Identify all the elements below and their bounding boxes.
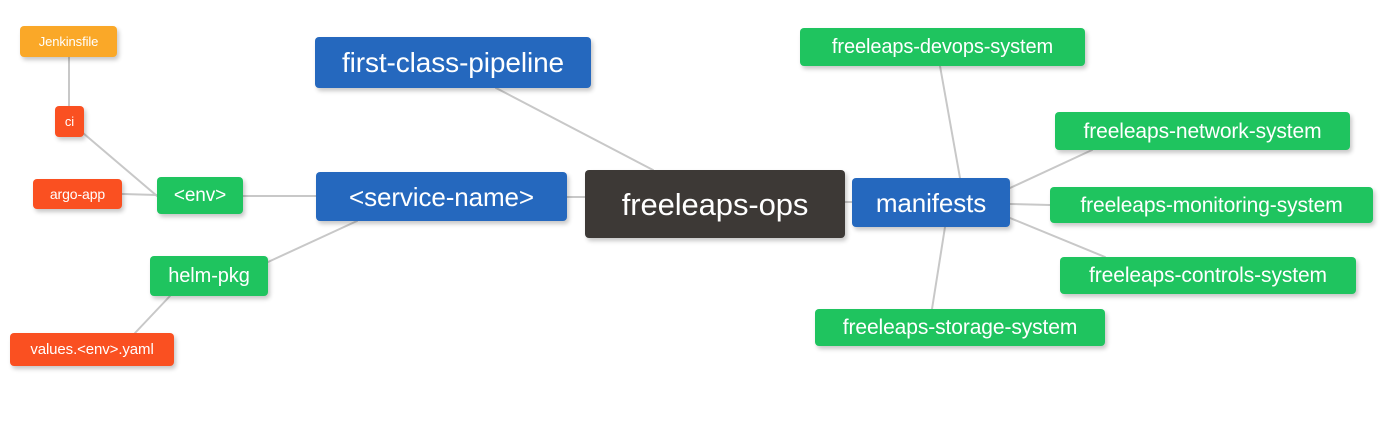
node-helm-pkg[interactable]: helm-pkg — [150, 256, 268, 296]
edge-manifests-to-freeleaps-controls-system — [1009, 217, 1106, 258]
node-freeleaps-controls-system[interactable]: freeleaps-controls-system — [1060, 257, 1356, 294]
edge-helm-pkg-to-values-yaml — [134, 295, 171, 334]
node-label-freeleaps-controls-system: freeleaps-controls-system — [1089, 264, 1327, 287]
node-argo-app[interactable]: argo-app — [33, 179, 122, 209]
node-ci[interactable]: ci — [55, 106, 84, 137]
edge-manifests-to-freeleaps-devops-system — [939, 65, 961, 179]
node-service-name[interactable]: <service-name> — [316, 172, 567, 221]
node-env[interactable]: <env> — [157, 177, 243, 214]
node-first-class-pipeline[interactable]: first-class-pipeline — [315, 37, 591, 88]
node-label-values-yaml: values.<env>.yaml — [30, 341, 154, 358]
edge-manifests-to-freeleaps-monitoring-system — [1009, 203, 1051, 206]
node-label-service-name: <service-name> — [348, 181, 535, 212]
node-freeleaps-ops[interactable]: freeleaps-ops — [585, 170, 845, 238]
node-jenkinsfile[interactable]: Jenkinsfile — [20, 26, 117, 57]
edge-argo-app-to-env — [121, 193, 158, 196]
edge-manifests-to-freeleaps-storage-system — [931, 226, 946, 310]
node-values-yaml[interactable]: values.<env>.yaml — [10, 333, 174, 366]
edge-manifests-to-freeleaps-network-system — [1009, 149, 1093, 189]
edge-service-name-to-helm-pkg — [267, 220, 358, 263]
node-label-freeleaps-network-system: freeleaps-network-system — [1083, 119, 1322, 143]
node-label-freeleaps-ops: freeleaps-ops — [621, 186, 809, 222]
node-label-freeleaps-monitoring-system: freeleaps-monitoring-system — [1080, 193, 1343, 217]
node-freeleaps-monitoring-system[interactable]: freeleaps-monitoring-system — [1050, 187, 1373, 223]
edge-first-class-pipeline-to-freeleaps-ops — [495, 87, 654, 171]
node-freeleaps-devops-system[interactable]: freeleaps-devops-system — [800, 28, 1085, 66]
node-label-argo-app: argo-app — [49, 186, 106, 202]
node-freeleaps-storage-system[interactable]: freeleaps-storage-system — [815, 309, 1105, 346]
node-label-env: <env> — [173, 185, 227, 206]
node-label-freeleaps-storage-system: freeleaps-storage-system — [842, 316, 1078, 339]
node-label-helm-pkg: helm-pkg — [168, 265, 250, 287]
node-label-manifests: manifests — [875, 187, 987, 218]
node-freeleaps-network-system[interactable]: freeleaps-network-system — [1055, 112, 1350, 150]
node-label-freeleaps-devops-system: freeleaps-devops-system — [831, 36, 1054, 58]
node-manifests[interactable]: manifests — [852, 178, 1010, 227]
node-label-ci: ci — [64, 114, 75, 129]
node-label-jenkinsfile: Jenkinsfile — [38, 34, 99, 49]
node-label-first-class-pipeline: first-class-pipeline — [341, 46, 565, 78]
